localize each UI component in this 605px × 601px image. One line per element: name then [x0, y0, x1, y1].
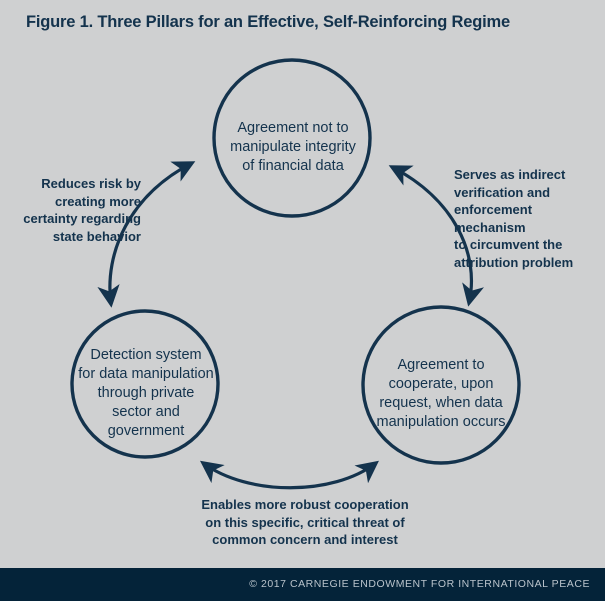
footer-bar: © 2017 CARNEGIE ENDOWMENT FOR INTERNATIO…	[0, 568, 605, 601]
arrow-right-bidirectional	[388, 165, 485, 307]
annotation-right: Serves as indirect verification and enfo…	[454, 166, 604, 271]
annotation-bottom-line-1: Enables more robust cooperation	[201, 497, 409, 512]
annotation-left-line-1: Reduces risk by	[41, 176, 141, 191]
annotation-bottom-line-3: common concern and interest	[212, 532, 398, 547]
annotation-left-line-2: creating more	[55, 193, 141, 209]
annotation-right-line-5: attribution problem	[454, 254, 574, 270]
circle-node-right	[361, 305, 521, 465]
figure-title: Figure 1. Three Pillars for an Effective…	[26, 13, 510, 31]
arrow-left-bidirectional	[97, 161, 196, 308]
annotation-right-line-4: to circumvent the	[454, 237, 563, 252]
circle-node-top	[212, 58, 372, 218]
annotation-bottom: Enables more robust cooperation on this …	[155, 496, 455, 549]
annotation-left-line-3: certainty regarding	[23, 211, 141, 226]
arrow-bottom-bidirectional	[199, 460, 379, 490]
annotation-left: Reduces risk by creating more certainty …	[4, 175, 141, 245]
annotation-right-line-3: enforcement mechanism	[454, 202, 533, 235]
circle-node-left	[70, 309, 220, 459]
annotation-bottom-line-2: on this specific, critical threat of	[205, 514, 405, 530]
annotation-right-line-2: verification and	[454, 184, 551, 200]
annotation-right-line-1: Serves as indirect	[454, 167, 566, 182]
footer-copyright: © 2017 CARNEGIE ENDOWMENT FOR INTERNATIO…	[249, 578, 590, 590]
annotation-left-line-4: state behavior	[52, 228, 141, 244]
